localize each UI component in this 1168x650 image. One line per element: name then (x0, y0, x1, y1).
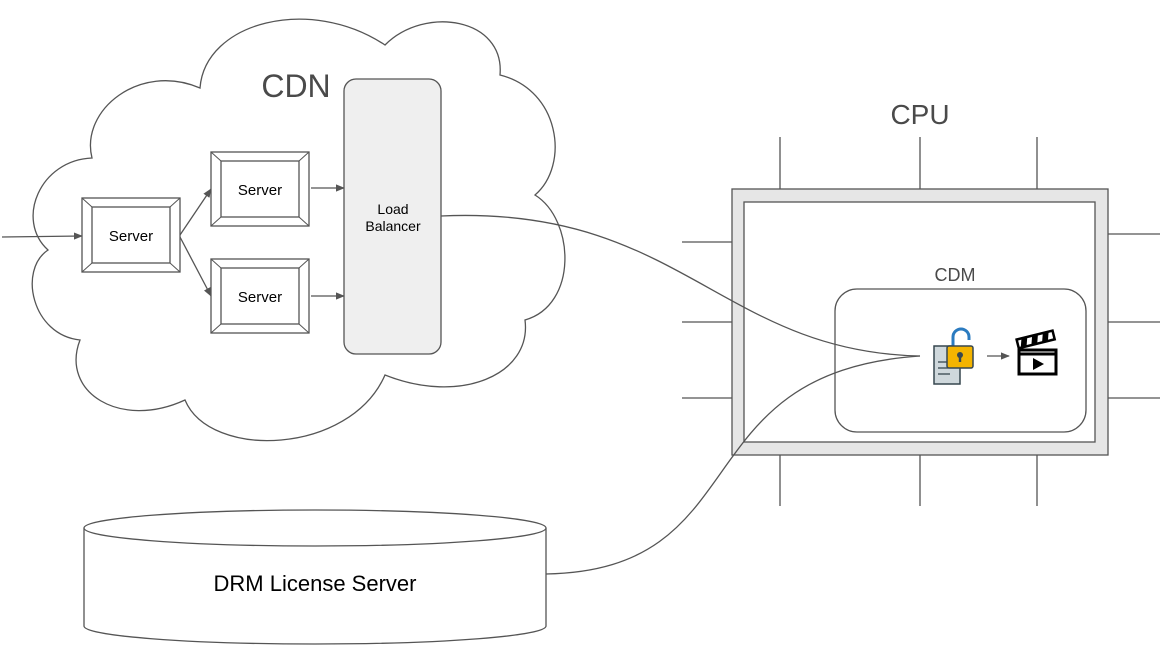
load-balancer-line1: Load (377, 201, 408, 217)
connection-lb-to-cdm (440, 214, 921, 357)
server-top-label: Server (238, 182, 282, 199)
cdm-label: CDM (935, 265, 976, 285)
video-clapperboard-icon[interactable] (1015, 329, 1058, 376)
arrow-to-server-top (179, 188, 212, 236)
drm-license-server-cylinder[interactable]: DRM License Server (83, 509, 547, 645)
cpu-label: CPU (890, 99, 949, 130)
connection-drm-to-cdm (545, 355, 921, 575)
server-top[interactable]: Server (210, 151, 310, 227)
server-bottom-label: Server (238, 289, 282, 306)
drm-license-server-label: DRM License Server (214, 571, 417, 596)
load-balancer-line2: Balancer (365, 218, 421, 234)
arrow-to-server-bottom (179, 236, 212, 297)
server-bottom[interactable]: Server (210, 258, 310, 334)
incoming-request-arrow (1, 232, 83, 240)
cpu-pins (682, 137, 1160, 506)
cdn-label: CDN (261, 68, 330, 104)
server-entry-label: Server (109, 228, 153, 245)
encrypted-document-unlock-icon[interactable] (933, 327, 974, 385)
load-balancer[interactable]: Load Balancer (343, 78, 442, 355)
server-entry[interactable]: Server (81, 197, 181, 273)
